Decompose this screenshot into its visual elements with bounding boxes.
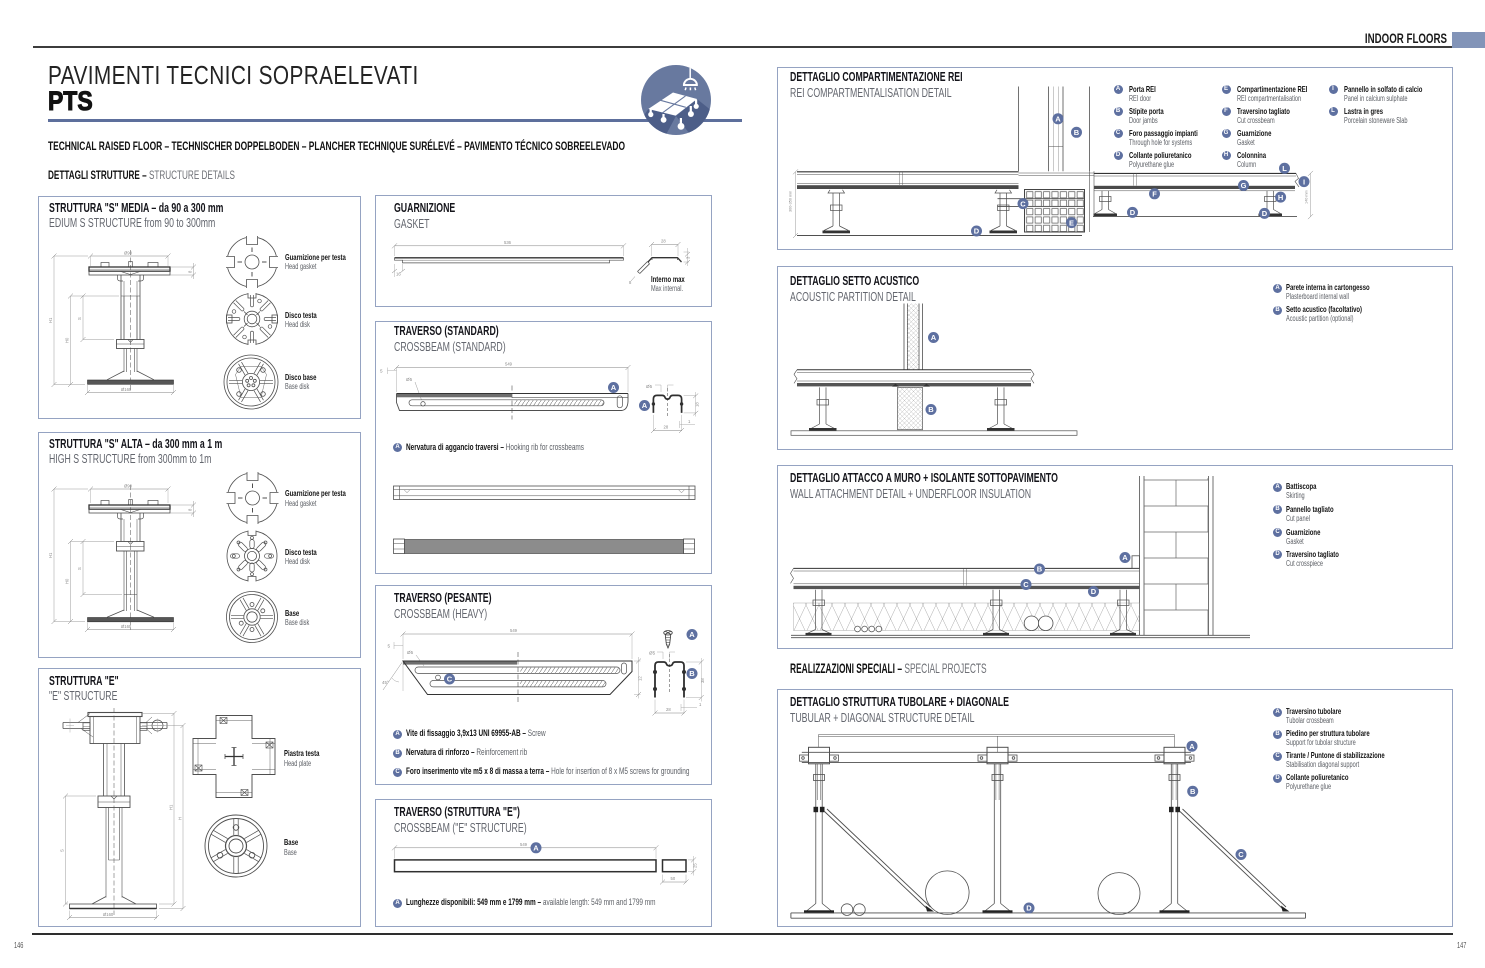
svg-text:536: 536 <box>504 240 512 245</box>
svg-text:D: D <box>1130 208 1136 217</box>
svg-text:H1: H1 <box>169 804 174 810</box>
svg-text:S: S <box>77 567 82 570</box>
svg-text:C: C <box>1023 580 1029 589</box>
svg-text:Ø160: Ø160 <box>121 624 132 629</box>
svg-text:B: B <box>689 669 695 678</box>
svg-text:H: H <box>178 817 183 820</box>
svg-text:F: F <box>1152 190 1157 199</box>
svg-text:549: 549 <box>520 842 528 847</box>
svg-text:A: A <box>1122 553 1128 562</box>
svg-text:D: D <box>1026 904 1032 913</box>
svg-text:Ø160: Ø160 <box>103 912 114 917</box>
svg-text:45°: 45° <box>382 680 389 685</box>
svg-text:8: 8 <box>629 280 632 285</box>
svg-text:E: E <box>1069 218 1074 227</box>
svg-text:C: C <box>447 675 453 684</box>
svg-text:Ø160: Ø160 <box>121 387 132 392</box>
svg-text:50: 50 <box>671 876 676 881</box>
svg-text:28: 28 <box>666 707 671 712</box>
svg-text:L: L <box>1282 164 1287 173</box>
svg-text:1: 1 <box>699 702 702 707</box>
svg-text:549: 549 <box>505 362 513 367</box>
svg-text:B: B <box>1037 565 1043 574</box>
svg-text:Ø5: Ø5 <box>646 384 653 389</box>
svg-text:A: A <box>642 401 648 410</box>
svg-text:38: 38 <box>700 678 705 683</box>
svg-text:25: 25 <box>693 863 698 868</box>
svg-text:A: A <box>1055 115 1061 124</box>
svg-text:1: 1 <box>688 419 691 424</box>
svg-text:A: A <box>931 333 937 342</box>
svg-text:D: D <box>1091 587 1097 596</box>
svg-text:A: A <box>533 844 539 853</box>
svg-text:8: 8 <box>188 508 193 511</box>
svg-text:28: 28 <box>661 239 666 244</box>
svg-text:18: 18 <box>695 402 700 407</box>
svg-text:H1: H1 <box>48 552 53 558</box>
svg-text:3: 3 <box>686 256 691 259</box>
svg-text:16: 16 <box>396 272 401 277</box>
svg-text:S: S <box>77 317 82 320</box>
svg-text:G: G <box>1241 181 1247 190</box>
svg-text:C: C <box>1238 850 1244 859</box>
svg-text:I: I <box>1303 177 1305 186</box>
svg-text:B: B <box>928 405 934 414</box>
svg-text:A: A <box>689 630 695 639</box>
svg-text:D: D <box>1262 209 1268 218</box>
svg-text:Ø5: Ø5 <box>406 377 413 382</box>
svg-text:Ø5: Ø5 <box>407 650 414 655</box>
svg-text:549: 549 <box>510 628 518 633</box>
svg-text:B: B <box>1190 787 1196 796</box>
svg-text:D: D <box>974 227 980 236</box>
svg-text:H1: H1 <box>48 317 53 323</box>
svg-text:H0: H0 <box>65 578 70 584</box>
svg-text:A: A <box>611 383 617 392</box>
svg-text:28: 28 <box>664 425 669 430</box>
svg-text:Ø90: Ø90 <box>124 251 133 256</box>
svg-text:B: B <box>1074 128 1080 137</box>
svg-text:C: C <box>1020 199 1026 208</box>
svg-text:300-350 mm: 300-350 mm <box>789 191 793 212</box>
svg-text:H: H <box>1278 193 1283 202</box>
svg-text:A: A <box>1189 742 1195 751</box>
svg-text:12: 12 <box>638 676 643 681</box>
svg-text:8: 8 <box>188 270 193 273</box>
svg-text:Ø5: Ø5 <box>649 651 656 656</box>
svg-text:5: 5 <box>380 369 383 374</box>
svg-text:S: S <box>60 849 65 852</box>
svg-text:Ø90: Ø90 <box>124 484 133 489</box>
svg-text:5: 5 <box>388 644 391 649</box>
svg-text:140 mm: 140 mm <box>1305 190 1309 204</box>
svg-text:H0: H0 <box>65 337 70 343</box>
